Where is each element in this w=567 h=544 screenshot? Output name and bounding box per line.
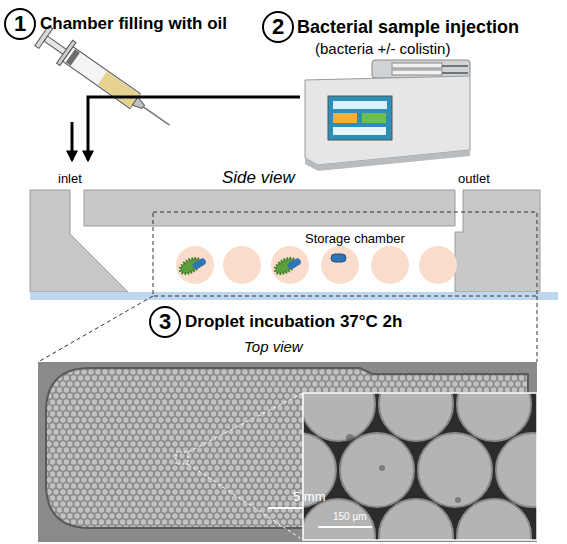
droplet	[371, 246, 409, 284]
chip-ceiling	[84, 190, 455, 226]
inset-droplet	[303, 499, 375, 540]
droplet	[321, 246, 359, 284]
step-note: (bacteria +/- colistin)	[315, 40, 450, 57]
node-text: 2	[272, 16, 284, 38]
zoom-leader	[537, 296, 538, 362]
inset-droplet	[303, 433, 336, 507]
inset-image	[303, 393, 537, 540]
micrograph	[38, 362, 567, 544]
pump-body	[305, 76, 470, 165]
inset-droplet	[457, 393, 531, 441]
inset-droplet	[340, 433, 414, 507]
pump-base	[305, 150, 470, 171]
node-text: 1	[14, 13, 26, 35]
step-title: Chamber filling with oil	[40, 14, 227, 34]
syringe-pump	[305, 60, 470, 171]
feed-arrow	[71, 122, 74, 160]
step-title: Droplet incubation 37°C 2h	[185, 312, 402, 332]
zoom-frame	[153, 212, 537, 296]
inset-droplet	[303, 393, 375, 441]
chip-side-view	[30, 190, 558, 362]
inset-droplet	[379, 499, 453, 540]
step-title: Bacterial sample injection	[297, 17, 519, 38]
step-number: 1	[4, 8, 36, 40]
storage-chamber: Storage chamber	[160, 228, 455, 290]
zoom-leader	[188, 393, 303, 452]
bacteria-cluster	[379, 465, 385, 471]
inset-frame	[303, 393, 537, 540]
port-label: outlet	[458, 172, 490, 187]
droplet	[419, 246, 457, 284]
bacterium	[287, 257, 303, 270]
scale-label: 150 µm	[333, 511, 367, 523]
bacteria-cluster	[346, 434, 354, 442]
droplet	[271, 246, 309, 284]
step-number: 2	[262, 11, 294, 43]
pump-rail	[372, 60, 470, 78]
pump-syringe	[392, 70, 442, 75]
zoom-leader	[38, 296, 153, 362]
pump-syringe-rod	[442, 72, 468, 74]
node-text: 3	[159, 311, 171, 333]
zoom-square	[176, 452, 188, 464]
syringe-hub	[132, 97, 146, 111]
scale-bar	[318, 526, 372, 528]
bacterium	[192, 257, 208, 270]
inset-droplet	[418, 433, 492, 507]
pump-syringe	[392, 63, 442, 68]
inset-droplet	[379, 393, 453, 441]
screen-bar	[333, 127, 386, 135]
syringe-barrel	[63, 47, 140, 109]
view-label: Top view	[244, 338, 303, 355]
screen-bar	[333, 101, 387, 109]
droplet	[223, 246, 261, 284]
micrograph-bg	[38, 362, 537, 542]
inset-droplet	[496, 433, 537, 507]
pump-screen	[328, 96, 392, 140]
droplet	[176, 246, 214, 284]
bacterium-with-colistin	[273, 253, 302, 277]
bacterium-with-colistin	[178, 253, 207, 277]
screen-button	[362, 113, 386, 123]
chamber-droplets	[46, 368, 528, 528]
view-label: Side view	[222, 168, 295, 188]
inset-droplet	[457, 499, 531, 540]
port-label: inlet	[58, 172, 82, 187]
node-text: Storage chamber	[305, 231, 405, 246]
bacteria-cluster	[455, 497, 461, 503]
pump-syringe-rod	[442, 65, 468, 67]
oil-fill	[98, 72, 140, 108]
step-number: 3	[149, 306, 181, 338]
bacterium	[331, 254, 346, 262]
chip-wall	[455, 190, 540, 292]
zoom-leader	[188, 464, 303, 540]
needle	[143, 107, 169, 125]
syringe	[34, 24, 178, 136]
plunger-seal	[66, 49, 80, 66]
scale-label: 5 mm	[293, 490, 326, 505]
feed-arrow	[88, 97, 300, 160]
screen-button	[333, 113, 357, 123]
